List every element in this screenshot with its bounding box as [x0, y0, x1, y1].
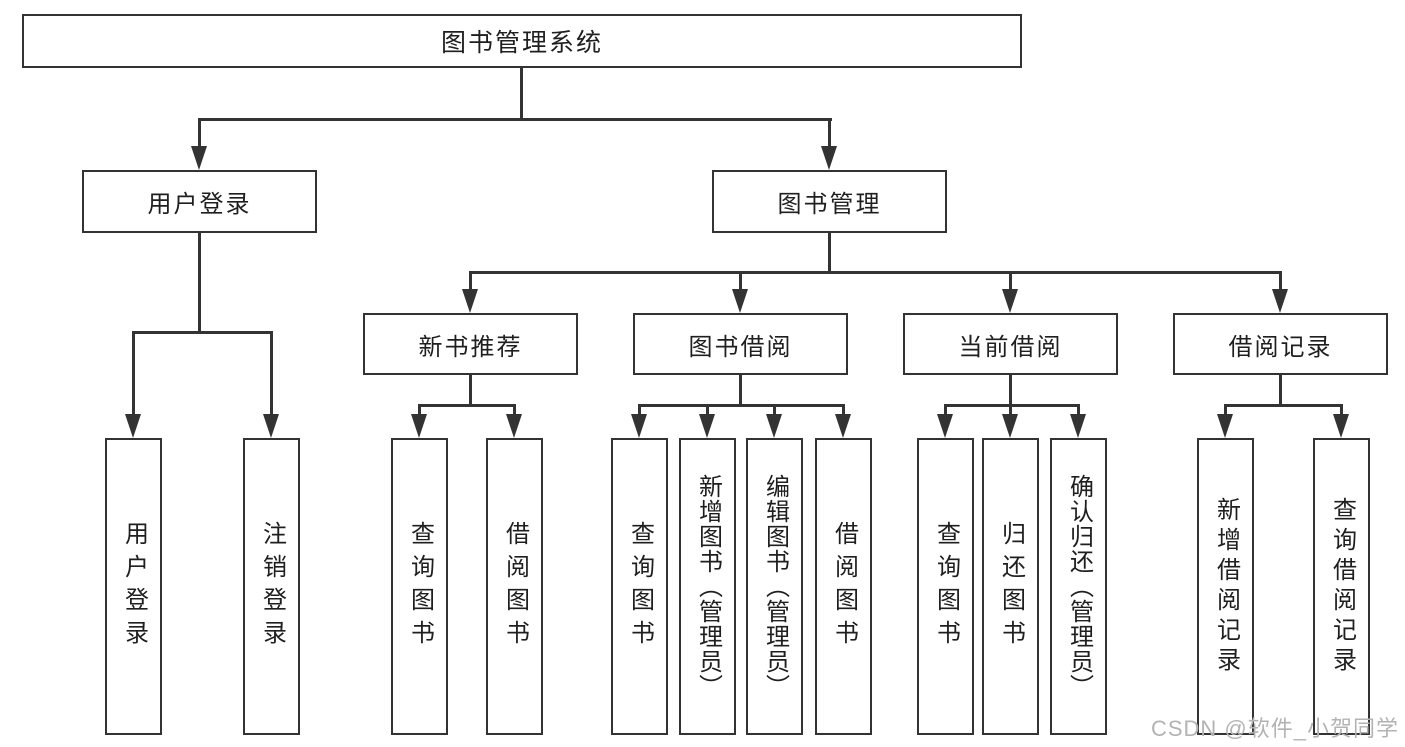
connector-drop-leaf-logout: [270, 331, 273, 416]
leaf-cb-confirm-return-admin: 确认归还（管理员）: [1050, 438, 1107, 735]
connector-drop-book-management: [828, 118, 831, 150]
arrowhead-bb-add: [699, 414, 715, 438]
leaf-bb-borrow-books: 借阅图书: [815, 438, 872, 735]
leaf-user-login: 用户登录: [105, 438, 162, 735]
node-borrow-records: 借阅记录: [1173, 313, 1388, 375]
connector-drop-cb-query: [944, 404, 947, 416]
connector-drop-bb-edit: [773, 404, 776, 416]
arrowhead-cb-return: [1002, 414, 1018, 438]
node-current-borrow-label: 当前借阅: [958, 333, 1063, 361]
leaf-nb-borrow-books-label: 借阅图书: [501, 520, 529, 653]
leaf-logout-label: 注销登录: [258, 520, 286, 653]
node-book-management-label: 图书管理: [777, 191, 882, 218]
connector-root-stem: [520, 68, 523, 120]
arrowhead-nb-query: [411, 414, 427, 438]
arrowhead-cb-confirm: [1070, 414, 1086, 438]
arrowhead-br-query: [1333, 414, 1349, 438]
connector-drop-current-borrow: [1009, 271, 1012, 291]
connector-drop-borrow-records: [1279, 271, 1282, 291]
leaf-cb-query-books-label: 查询图书: [932, 520, 960, 653]
node-library-system: 图书管理系统: [22, 14, 1022, 68]
arrowhead-leaf-login: [125, 414, 141, 438]
connector-drop-nb-query: [418, 404, 421, 416]
node-borrow-records-label: 借阅记录: [1228, 333, 1333, 361]
leaf-bb-edit-books-admin: 编辑图书（管理员）: [746, 438, 803, 735]
leaf-nb-borrow-books: 借阅图书: [486, 438, 543, 735]
connector-newbook-crossbar: [418, 404, 516, 407]
connector-current-stem: [1009, 375, 1012, 407]
arrowhead-leaf-logout: [263, 414, 279, 438]
arrowhead-bb-query: [631, 414, 647, 438]
connector-newbook-stem: [469, 375, 472, 407]
arrowhead-cb-query: [937, 414, 953, 438]
leaf-bb-query-books: 查询图书: [611, 438, 668, 735]
connector-drop-bb-query: [638, 404, 641, 416]
leaf-bb-add-books-admin-label: 新增图书（管理员）: [694, 474, 722, 699]
arrowhead-current-borrow: [1002, 289, 1018, 313]
leaf-bb-borrow-books-label: 借阅图书: [830, 520, 858, 653]
arrowhead-borrow-records: [1272, 289, 1288, 313]
node-user-login-label: 用户登录: [147, 191, 252, 218]
connector-user-stem: [198, 233, 201, 333]
connector-drop-new-book: [469, 271, 472, 291]
node-book-borrow: 图书借阅: [633, 313, 848, 375]
leaf-bb-edit-books-admin-label: 编辑图书（管理员）: [761, 474, 789, 699]
connector-drop-br-query: [1340, 404, 1343, 416]
leaf-bb-query-books-label: 查询图书: [626, 520, 654, 653]
arrowhead-book-borrow: [732, 289, 748, 313]
arrowhead-bb-borrow: [835, 414, 851, 438]
leaf-cb-query-books: 查询图书: [917, 438, 974, 735]
leaf-br-query-record: 查询借阅记录: [1313, 438, 1370, 735]
arrowhead-user-login: [191, 146, 207, 170]
node-user-login: 用户登录: [82, 170, 317, 233]
connector-drop-book-borrow: [739, 271, 742, 291]
node-library-system-label: 图书管理系统: [440, 29, 603, 57]
connector-records-crossbar: [1224, 404, 1343, 407]
arrowhead-nb-borrow: [506, 414, 522, 438]
leaf-cb-return-books-label: 归还图书: [997, 520, 1025, 653]
node-new-book-recommend: 新书推荐: [363, 313, 578, 375]
node-new-book-recommend-label: 新书推荐: [418, 333, 523, 361]
arrowhead-bb-edit: [766, 414, 782, 438]
connector-records-stem: [1279, 375, 1282, 407]
connector-borrow-crossbar: [638, 404, 845, 407]
connector-drop-nb-borrow: [513, 404, 516, 416]
arrowhead-br-add: [1217, 414, 1233, 438]
connector-drop-user-login: [198, 118, 201, 150]
leaf-br-query-record-label: 查询借阅记录: [1328, 496, 1356, 677]
leaf-user-login-label: 用户登录: [120, 520, 148, 653]
leaf-logout: 注销登录: [243, 438, 300, 735]
connector-drop-cb-confirm: [1077, 404, 1080, 416]
connector-drop-br-add: [1224, 404, 1227, 416]
node-book-borrow-label: 图书借阅: [688, 333, 793, 361]
connector-drop-cb-return: [1009, 404, 1012, 416]
leaf-bb-add-books-admin: 新增图书（管理员）: [679, 438, 736, 735]
connector-mgmt-stem: [828, 233, 831, 274]
connector-drop-bb-add: [706, 404, 709, 416]
connector-borrow-stem: [739, 375, 742, 407]
connector-mgmt-crossbar: [469, 271, 1282, 274]
leaf-cb-confirm-return-admin-label: 确认归还（管理员）: [1065, 474, 1093, 699]
leaf-nb-query-books: 查询图书: [391, 438, 448, 735]
csdn-watermark: CSDN @软件_小贺同学: [1150, 716, 1399, 741]
leaf-br-add-record: 新增借阅记录: [1197, 438, 1254, 735]
connector-root-crossbar: [198, 118, 832, 121]
arrowhead-book-management: [821, 146, 837, 170]
connector-user-crossbar: [132, 331, 273, 334]
leaf-cb-return-books: 归还图书: [982, 438, 1039, 735]
leaf-nb-query-books-label: 查询图书: [406, 520, 434, 653]
connector-drop-bb-borrow: [842, 404, 845, 416]
connector-drop-leaf-login: [132, 331, 135, 416]
arrowhead-new-book: [462, 289, 478, 313]
node-book-management: 图书管理: [712, 170, 947, 233]
leaf-br-add-record-label: 新增借阅记录: [1212, 496, 1240, 677]
node-current-borrow: 当前借阅: [903, 313, 1118, 375]
